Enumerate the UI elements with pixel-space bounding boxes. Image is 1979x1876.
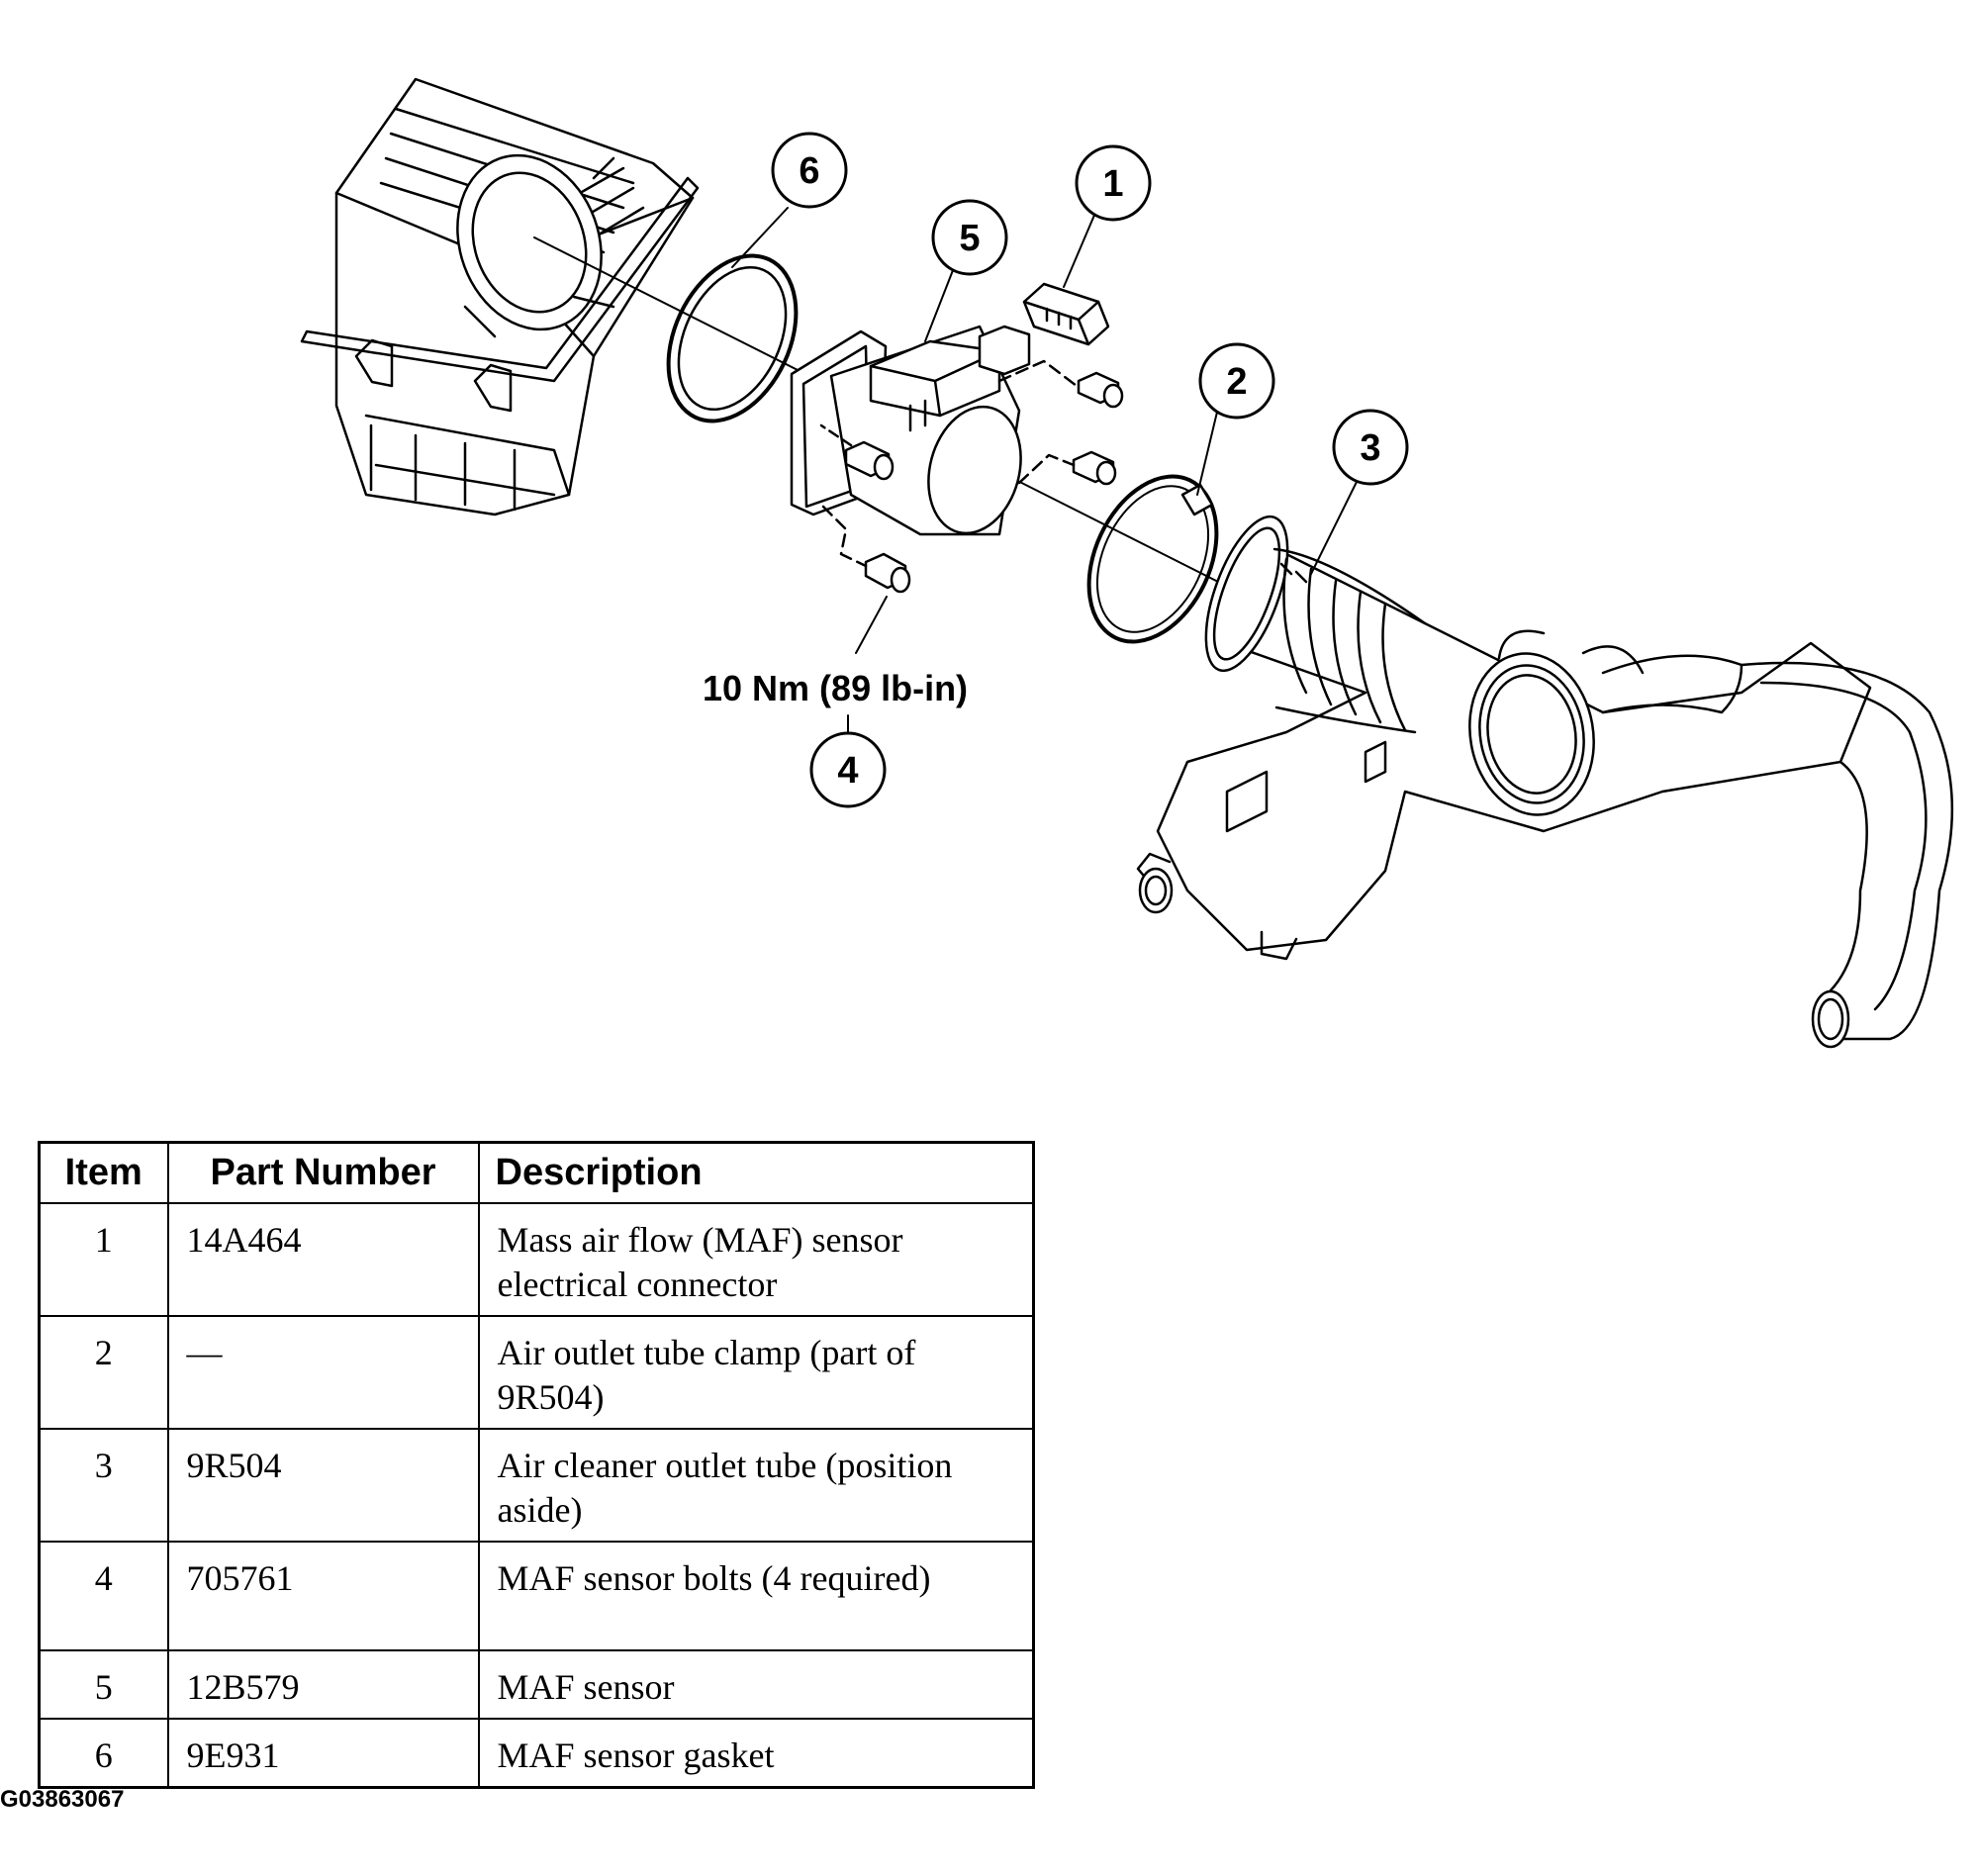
maf-electrical-connector	[1022, 282, 1110, 346]
air-cleaner-housing	[300, 77, 700, 516]
table-row: 3 9R504 Air cleaner outlet tube (positio…	[38, 1428, 1035, 1543]
table-row: 1 14A464 Mass air flow (MAF) sensor elec…	[38, 1202, 1035, 1317]
callout-5-circle	[931, 199, 1008, 276]
callout-2: 2	[1226, 361, 1247, 403]
cell-part-number: 12B579	[166, 1649, 480, 1720]
cell-item: 4	[38, 1541, 169, 1651]
cell-item: 6	[38, 1718, 169, 1789]
callout-2-circle	[1198, 342, 1275, 420]
cell-description: MAF sensor gasket	[477, 1718, 1035, 1789]
callout-4-circle	[809, 731, 887, 808]
cell-item: 5	[38, 1649, 169, 1720]
cell-item: 3	[38, 1428, 169, 1543]
callout-3: 3	[1360, 427, 1380, 469]
cell-item: 1	[38, 1202, 169, 1317]
callout-1: 1	[1102, 163, 1123, 205]
cell-description: Mass air flow (MAF) sensor electrical co…	[477, 1202, 1035, 1317]
table-row: 5 12B579 MAF sensor	[38, 1649, 1035, 1720]
callout-5: 5	[959, 218, 980, 259]
cell-part-number: —	[166, 1315, 480, 1430]
callout-3-circle	[1332, 409, 1409, 486]
torque-spec-label: 10 Nm (89 lb-in)	[703, 668, 968, 708]
exploded-parts-diagram: 6 5 1 2 3 4 10 Nm (89 lb-in)	[300, 77, 1954, 1049]
callout-4: 4	[837, 750, 858, 792]
table-header-row: Item Part Number Description	[38, 1141, 1035, 1204]
cell-description: Air outlet tube clamp (part of 9R504)	[477, 1315, 1035, 1430]
air-outlet-tube-clamp	[1086, 474, 1219, 644]
callout-6-circle	[771, 132, 848, 209]
callout-6: 6	[799, 150, 819, 192]
header-description: Description	[477, 1141, 1035, 1204]
table-row: 2 — Air outlet tube clamp (part of 9R504…	[38, 1315, 1035, 1430]
parts-table: Item Part Number Description 1 14A464 Ma…	[38, 1141, 1035, 1789]
header-item: Item	[38, 1141, 169, 1204]
cell-description: Air cleaner outlet tube (position aside)	[477, 1428, 1035, 1543]
cell-item: 2	[38, 1315, 169, 1430]
header-part-number: Part Number	[166, 1141, 480, 1204]
cell-description: MAF sensor	[477, 1649, 1035, 1720]
cell-part-number: 9E931	[166, 1718, 480, 1789]
maf-sensor	[790, 325, 1124, 594]
cell-part-number: 14A464	[166, 1202, 480, 1317]
cell-part-number: 705761	[166, 1541, 480, 1651]
maf-sensor-gasket	[666, 253, 799, 423]
figure-id: G03863067	[0, 1786, 125, 1813]
cell-part-number: 9R504	[166, 1428, 480, 1543]
callout-1-circle	[1075, 144, 1152, 222]
table-row: 6 9E931 MAF sensor gasket	[38, 1718, 1035, 1789]
air-cleaner-outlet-tube	[1136, 515, 1954, 1049]
cell-description: MAF sensor bolts (4 required)	[477, 1541, 1035, 1651]
table-row: 4 705761 MAF sensor bolts (4 required)	[38, 1541, 1035, 1651]
leader-lines	[731, 207, 1359, 738]
callout-circles	[771, 132, 1409, 808]
